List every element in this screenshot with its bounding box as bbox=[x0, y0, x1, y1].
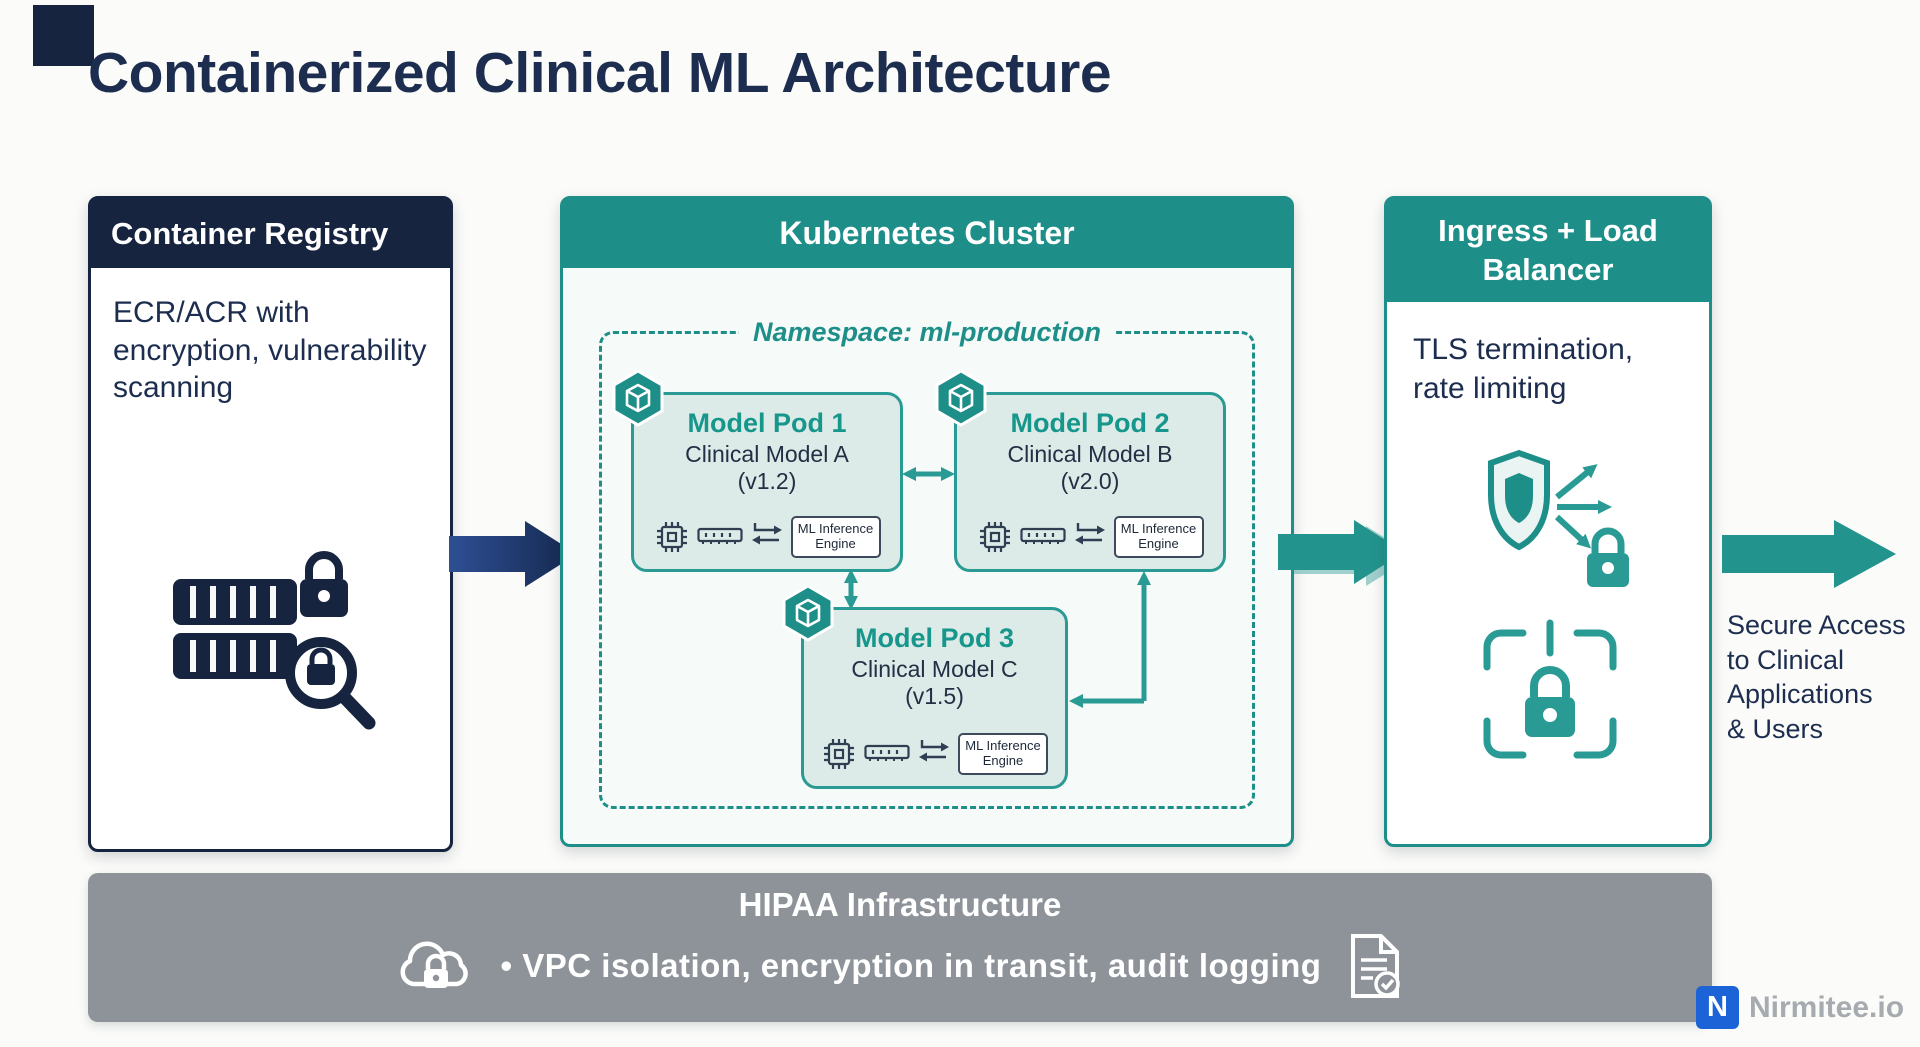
page-title: Containerized Clinical ML Architecture bbox=[88, 41, 1112, 105]
pod-model-name: Clinical Model A bbox=[685, 441, 849, 467]
cpu-chip-icon bbox=[824, 739, 854, 770]
container-registry-panel: Container Registry ECR/ACR with encrypti… bbox=[88, 196, 453, 852]
memory-module-icon bbox=[696, 527, 743, 545]
pod-title: Model Pod 3 bbox=[854, 623, 1014, 653]
memory-module-icon bbox=[1019, 527, 1066, 545]
pod-model-version: (v2.0) bbox=[1060, 468, 1120, 494]
data-exchange-arrows-icon bbox=[1074, 523, 1105, 545]
pod-model-name: Clinical Model C bbox=[851, 656, 1018, 682]
container-stack-security-icon bbox=[173, 551, 376, 730]
pod-model-version: (v1.5) bbox=[905, 683, 964, 709]
lock-icon bbox=[1587, 527, 1629, 587]
kubernetes-cluster-header: Kubernetes Cluster bbox=[563, 199, 1291, 268]
ingress-description: TLS termination, rate limiting bbox=[1413, 333, 1634, 405]
corner-accent-square bbox=[33, 5, 94, 66]
pod-title: Model Pod 1 bbox=[687, 408, 847, 438]
registry-to-cluster-arrow bbox=[449, 521, 577, 587]
secure-access-label: Secure Access to Clinical Applications &… bbox=[1727, 610, 1906, 744]
nirmitee-logo-text: Nirmitee.io bbox=[1749, 990, 1905, 1024]
hipaa-title: HIPAA Infrastructure bbox=[738, 886, 1062, 923]
pod-model-version: (v1.2) bbox=[737, 468, 797, 494]
namespace-boundary: Namespace: ml-production bbox=[599, 317, 1255, 809]
nirmitee-logo-icon: N bbox=[1696, 986, 1739, 1029]
ingress-to-users-arrow bbox=[1722, 520, 1896, 588]
ml-inference-engine-box: ML Inference Engine bbox=[790, 516, 881, 558]
ml-inference-engine-box: ML Inference Engine bbox=[958, 733, 1048, 775]
package-hexagon-icon bbox=[935, 369, 987, 427]
ml-inference-engine-box: ML Inference Engine bbox=[1113, 516, 1204, 558]
container-registry-header: Container Registry bbox=[91, 199, 450, 268]
shield-routing-lock-icon bbox=[1488, 449, 1629, 587]
data-exchange-arrows-icon bbox=[919, 740, 949, 762]
cpu-chip-icon bbox=[979, 522, 1010, 553]
magnifier-lock-icon bbox=[285, 637, 376, 730]
audit-document-check-icon bbox=[1351, 934, 1401, 998]
secure-gateway-frame-lock-icon bbox=[1483, 619, 1617, 759]
memory-module-icon bbox=[864, 744, 910, 762]
hipaa-infrastructure-banner: HIPAA Infrastructure • VPC isolation, en… bbox=[88, 873, 1712, 1022]
kubernetes-cluster-panel: Kubernetes Cluster Namespace: ml-product… bbox=[560, 196, 1294, 847]
ingress-load-balancer-panel: Ingress + Load Balancer TLS termination,… bbox=[1384, 196, 1712, 847]
cloud-lock-icon bbox=[400, 941, 468, 988]
branding: N Nirmitee.io bbox=[1696, 986, 1904, 1029]
model-pod-2: Model Pod 2 Clinical Model B (v2.0) bbox=[935, 369, 1226, 572]
package-hexagon-icon bbox=[612, 369, 664, 427]
lock-icon bbox=[1525, 666, 1575, 737]
pod-title: Model Pod 2 bbox=[1010, 408, 1170, 438]
ingress-header: Ingress + Load Balancer bbox=[1387, 199, 1709, 302]
lock-icon bbox=[300, 551, 348, 617]
registry-description: ECR/ACR with encryption, vulnerability s… bbox=[113, 296, 427, 404]
model-pod-1: Model Pod 1 Clinical Model A (v1.2) bbox=[612, 369, 903, 572]
cpu-chip-icon bbox=[656, 522, 687, 553]
hipaa-details: • VPC isolation, encryption in transit, … bbox=[500, 947, 1322, 984]
model-pod-3: Model Pod 3 Clinical Model C (v1.5) bbox=[782, 584, 1068, 789]
pod-model-name: Clinical Model B bbox=[1007, 441, 1173, 467]
data-exchange-arrows-icon bbox=[751, 523, 782, 545]
namespace-label: Namespace: ml-production bbox=[738, 317, 1116, 348]
package-hexagon-icon bbox=[782, 584, 834, 642]
